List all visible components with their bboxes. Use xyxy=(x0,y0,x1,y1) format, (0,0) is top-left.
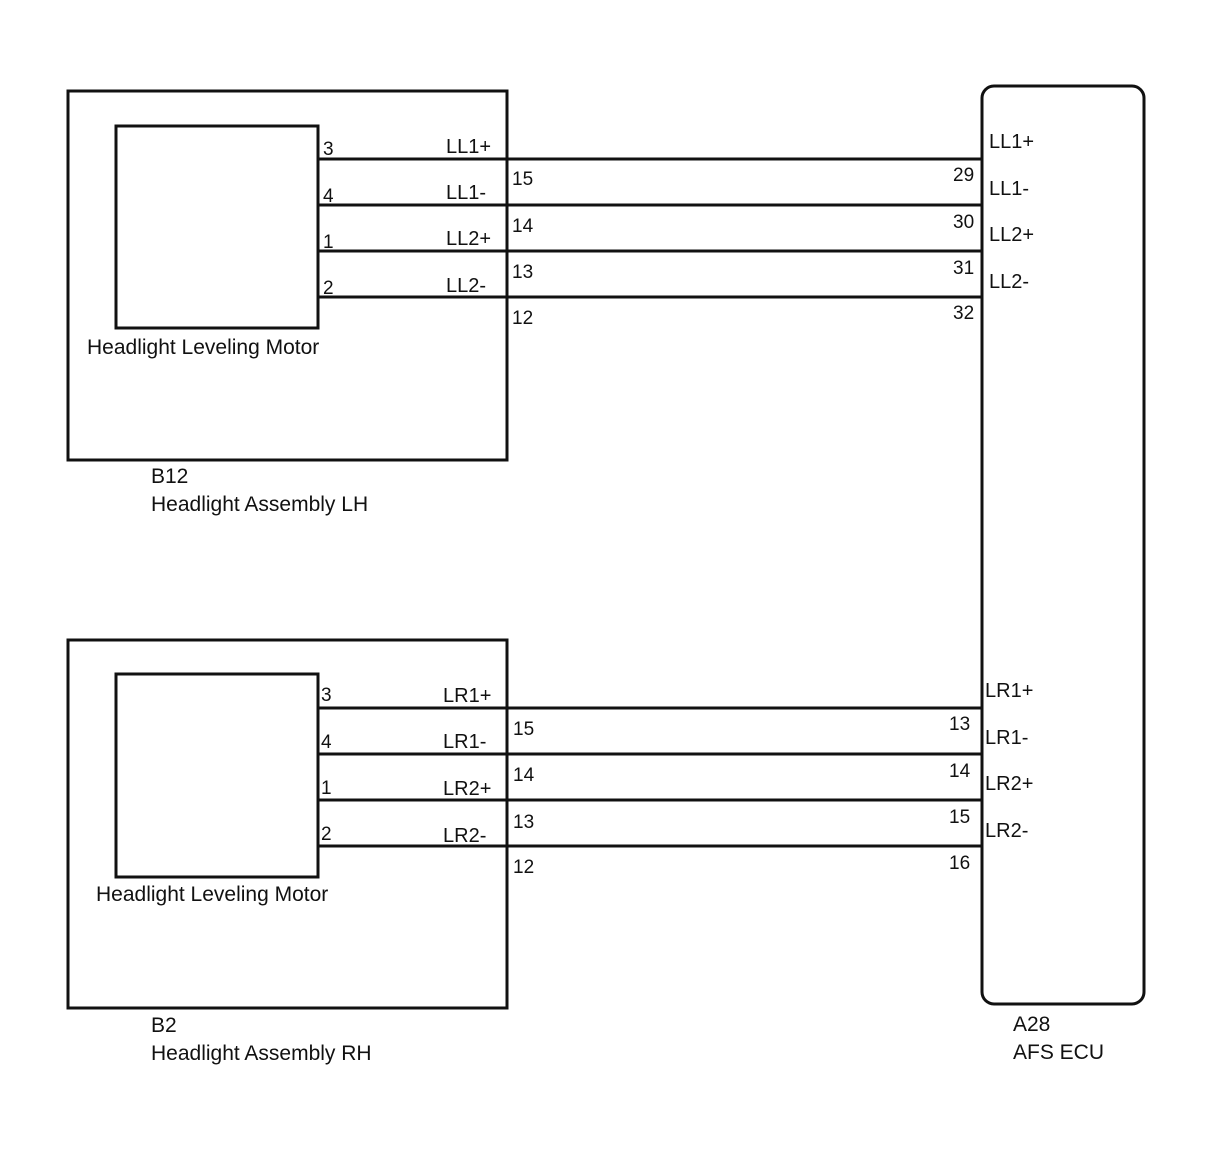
ecu-pin-rh-2: 14 xyxy=(949,761,971,782)
ecu-signal-lh-3: LL2+ xyxy=(989,224,1034,246)
ecu-signal-lh-2: LL1- xyxy=(989,178,1029,200)
motor-pin-lh-1: 3 xyxy=(323,139,334,160)
wires-rh xyxy=(318,706,982,848)
connector-pin-lh-3: 13 xyxy=(512,262,533,283)
assembly-code-rh: B2 xyxy=(151,1014,177,1037)
ecu-signal-rh-2: LR1- xyxy=(985,727,1028,749)
motor-pin-lh-3: 1 xyxy=(323,232,334,253)
ecu-signal-lh-4: LL2- xyxy=(989,271,1029,293)
leveling-motor-label-rh: Headlight Leveling Motor xyxy=(96,883,328,906)
motor-pin-rh-3: 1 xyxy=(321,778,332,799)
headlight-assembly-rh: Headlight Leveling Motor B2 Headlight As… xyxy=(66,638,535,1065)
ecu-pin-rh-3: 15 xyxy=(949,807,970,828)
ecu-name: AFS ECU xyxy=(1013,1041,1104,1064)
connector-pin-rh-2: 14 xyxy=(513,765,535,786)
ecu-pin-lh-3: 31 xyxy=(953,258,974,279)
headlight-assembly-lh: Headlight Leveling Motor B12 Headlight A… xyxy=(66,89,534,516)
wires-lh xyxy=(318,157,982,299)
ecu-pin-lh-1: 29 xyxy=(953,165,974,186)
motor-pin-lh-2: 4 xyxy=(323,186,334,207)
ecu-pin-rh-1: 13 xyxy=(949,714,970,735)
ecu-signal-rh-4: LR2- xyxy=(985,820,1028,842)
assembly-box-lh xyxy=(66,89,509,462)
motor-pin-rh-1: 3 xyxy=(321,685,332,706)
connector-pin-lh-4: 12 xyxy=(512,308,533,329)
assembly-name-lh: Headlight Assembly LH xyxy=(151,493,368,516)
connector-pin-rh-3: 13 xyxy=(513,812,534,833)
connector-pin-lh-1: 15 xyxy=(512,169,533,190)
signal-label-lh-3: LL2+ xyxy=(446,228,491,250)
connector-pin-rh-1: 15 xyxy=(513,719,534,740)
ecu-pin-lh-2: 30 xyxy=(953,212,974,233)
afs-ecu: A28 AFS ECU 29 30 31 32 LL1+ LL1- LL2+ L… xyxy=(949,84,1146,1064)
connector-pin-lh-2: 14 xyxy=(512,216,534,237)
signal-label-lh-1: LL1+ xyxy=(446,136,491,158)
leveling-motor-box-rh xyxy=(114,672,320,879)
ecu-box xyxy=(980,84,1146,1006)
assembly-name-rh: Headlight Assembly RH xyxy=(151,1042,372,1065)
motor-pin-rh-2: 4 xyxy=(321,732,332,753)
ecu-signal-rh-3: LR2+ xyxy=(985,773,1033,795)
motor-pin-lh-4: 2 xyxy=(323,278,334,299)
ecu-signal-rh-1: LR1+ xyxy=(985,680,1033,702)
leveling-motor-label-lh: Headlight Leveling Motor xyxy=(87,336,319,359)
assembly-code-lh: B12 xyxy=(151,465,188,488)
signal-label-lh-4: LL2- xyxy=(446,275,486,297)
ecu-signal-lh-1: LL1+ xyxy=(989,131,1034,153)
signal-label-rh-2: LR1- xyxy=(443,731,486,753)
signal-label-rh-4: LR2- xyxy=(443,825,486,847)
ecu-pin-lh-4: 32 xyxy=(953,303,974,324)
assembly-box-rh xyxy=(66,638,509,1010)
ecu-pin-rh-4: 16 xyxy=(949,853,970,874)
ecu-code: A28 xyxy=(1013,1013,1050,1036)
signal-label-lh-2: LL1- xyxy=(446,182,486,204)
motor-pin-rh-4: 2 xyxy=(321,824,332,845)
signal-label-rh-3: LR2+ xyxy=(443,778,491,800)
leveling-motor-box-lh xyxy=(114,124,320,330)
signal-label-rh-1: LR1+ xyxy=(443,685,491,707)
connector-pin-rh-4: 12 xyxy=(513,857,534,878)
